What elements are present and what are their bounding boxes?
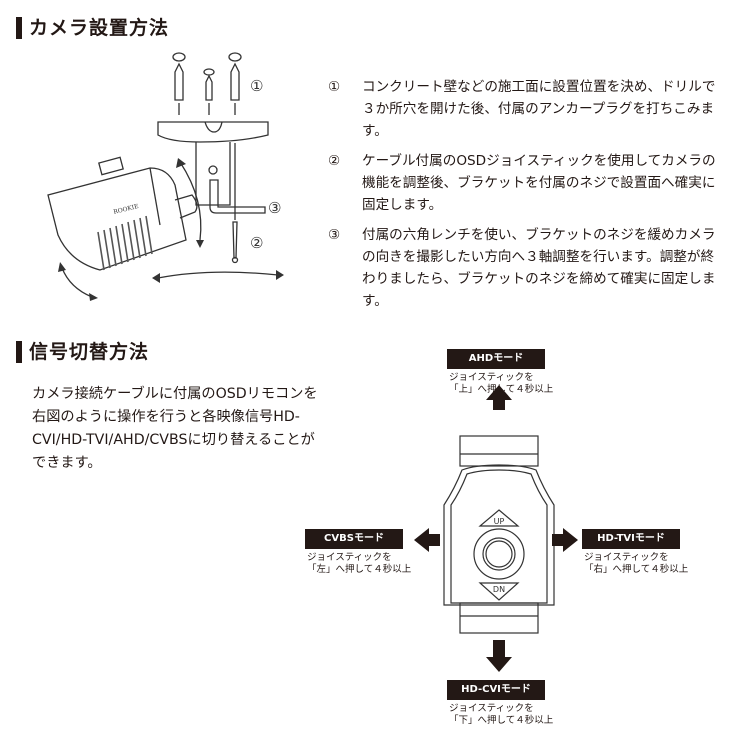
mode-label: AHDモード xyxy=(447,349,545,369)
step-text: 付属の六角レンチを使い、ブラケットのネジを緩めカメラの向きを撮影したい方向へ３軸… xyxy=(362,227,716,309)
install-heading: カメラ設置方法 xyxy=(16,17,169,39)
down-button-icon xyxy=(478,582,520,601)
arrow-left-icon xyxy=(414,528,440,552)
washer-icon xyxy=(172,52,186,62)
callout-3: ③ xyxy=(268,199,281,217)
mode-ahd: AHDモード ジョイスティックを「上」へ押して４秒以上 xyxy=(447,349,553,396)
bracket-stem xyxy=(195,142,231,206)
hex-wrench-icon xyxy=(209,179,266,214)
mode-cvbs: CVBSモード ジョイスティックを「左」へ押して４秒以上 xyxy=(305,529,411,576)
signal-intro: カメラ接続ケーブルに付属のOSDリモコンを右図のように操作を行うと各映像信号HD… xyxy=(32,386,318,471)
pan-arrow-icon xyxy=(157,271,279,279)
anchor-plug-icon xyxy=(174,62,184,101)
brand-logo: ROOKIE xyxy=(113,203,140,216)
joystick-knob-inner xyxy=(482,537,516,571)
bracket-base xyxy=(157,121,269,143)
install-steps: ① コンクリート壁などの施工面に設置位置を決め、ドリルで３か所穴を開けた後、付属… xyxy=(328,76,723,320)
up-button-icon xyxy=(478,509,520,527)
joystick-up-label: UP xyxy=(494,517,505,526)
camera-body xyxy=(47,167,187,271)
step-text: コンクリート壁などの施工面に設置位置を決め、ドリルで３か所穴を開けた後、付属のア… xyxy=(362,79,716,139)
step-text: ケーブル付属のOSDジョイスティックを使用してカメラの機能を調整後、ブラケットを… xyxy=(362,153,716,213)
step-2: ② ケーブル付属のOSDジョイスティックを使用してカメラの機能を調整後、ブラケッ… xyxy=(328,150,723,216)
screw-icon xyxy=(232,221,238,259)
joystick-body xyxy=(443,464,555,606)
mode-label: HD-TVIモード xyxy=(582,529,680,549)
camera-install-illustration: ROOKIE ① ② ③ xyxy=(47,52,284,301)
roll-arrow-icon xyxy=(61,267,93,298)
step-number: ③ xyxy=(328,227,341,243)
arrow-down-icon xyxy=(486,640,512,672)
mode-desc: ジョイスティックを xyxy=(449,703,534,714)
mode-desc: ジョイスティックを xyxy=(307,552,392,563)
joystick-bottom-cap xyxy=(459,602,539,634)
mode-desc: ジョイスティックを xyxy=(584,552,669,563)
arrow-right-icon xyxy=(552,528,578,552)
tilt-arrow-icon xyxy=(179,161,202,241)
step-3: ③ 付属の六角レンチを使い、ブラケットのネジを緩めカメラの向きを撮影したい方向へ… xyxy=(328,224,723,312)
signal-heading: 信号切替方法 xyxy=(16,341,149,363)
joystick-top-cap xyxy=(459,435,539,467)
mode-hdtvi: HD-TVIモード ジョイスティックを「右」へ押して４秒以上 xyxy=(582,529,688,576)
callout-2: ② xyxy=(250,234,263,252)
step-number: ② xyxy=(328,153,341,169)
anchor-plug-icon xyxy=(230,62,240,101)
washer-icon xyxy=(228,52,242,62)
mode-desc: 「右」へ押して４秒以上 xyxy=(584,564,689,575)
washer-icon xyxy=(203,68,215,76)
mode-hdcvi: HD-CVIモード ジョイスティックを「下」へ押して４秒以上 xyxy=(447,680,553,727)
mode-desc: 「下」へ押して４秒以上 xyxy=(449,715,554,726)
mode-desc: ジョイスティックを xyxy=(449,372,534,383)
mode-desc: 「上」へ押して４秒以上 xyxy=(449,384,554,395)
camera-top-knob xyxy=(98,156,124,176)
mode-label: HD-CVIモード xyxy=(447,680,545,700)
callout-1: ① xyxy=(250,77,263,95)
anchor-plug-icon xyxy=(205,74,213,101)
mode-label: CVBSモード xyxy=(305,529,403,549)
step-number: ① xyxy=(328,79,341,95)
joystick-knob-outer xyxy=(473,528,525,580)
step-1: ① コンクリート壁などの施工面に設置位置を決め、ドリルで３か所穴を開けた後、付属… xyxy=(328,76,723,142)
mode-desc: 「左」へ押して４秒以上 xyxy=(307,564,412,575)
joystick-down-label: DN xyxy=(493,585,505,594)
